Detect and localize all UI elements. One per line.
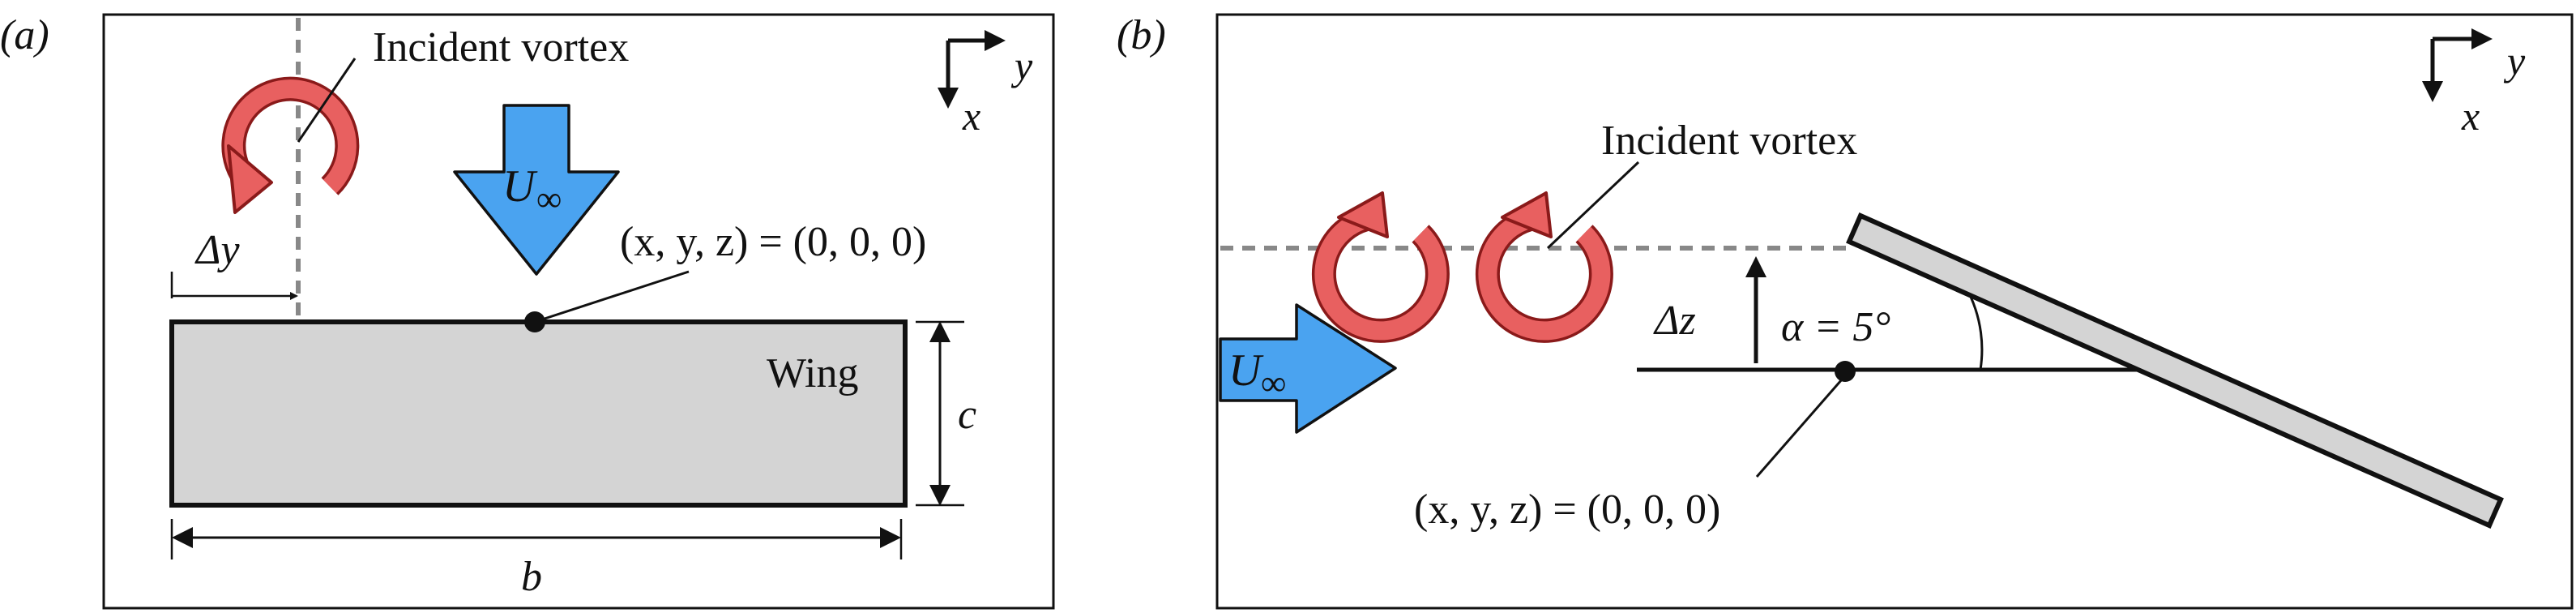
- incident-vortex-icon: [1311, 191, 1450, 343]
- axis-x-label: x: [2461, 93, 2480, 139]
- panel-b: (b) Incident vortex U ∞ Δz: [1117, 12, 2574, 610]
- origin-point: [1835, 361, 1856, 382]
- span-label: b: [521, 554, 542, 600]
- chord-label: c: [958, 392, 976, 438]
- origin-leader-line: [544, 270, 690, 320]
- freestream-symbol: U: [1228, 345, 1264, 396]
- delta-y-label: Δy: [194, 227, 241, 273]
- freestream-arrow: U ∞: [1219, 303, 1397, 434]
- origin-label: (x, y, z) = (0, 0, 0): [620, 219, 926, 265]
- panel-a-label: (a): [0, 12, 49, 58]
- freestream-subscript: ∞: [536, 179, 562, 219]
- incident-vortex-icon: [221, 76, 360, 214]
- axis-y-label: y: [2503, 38, 2526, 84]
- axes-icon: y x: [2422, 28, 2526, 139]
- incident-vortex-label: Incident vortex: [1601, 118, 1857, 164]
- origin-label: (x, y, z) = (0, 0, 0): [1414, 487, 1720, 533]
- alpha-arc: [1969, 296, 1984, 371]
- incident-vortex-label: Incident vortex: [373, 24, 629, 71]
- vortex-leader-line: [297, 58, 357, 143]
- freestream-arrow: U ∞: [453, 104, 620, 276]
- panel-b-frame: [1215, 13, 2574, 610]
- axis-y-label: y: [1010, 43, 1033, 88]
- panel-a: (a) Incident vortex U ∞ Δy Wing (x, y, z…: [0, 12, 1055, 610]
- alpha-label: α = 5°: [1781, 304, 1890, 350]
- vortex-leader-line: [1546, 161, 1640, 250]
- axes-icon: y x: [938, 30, 1033, 139]
- panel-a-frame: [102, 13, 1055, 610]
- wing-label: Wing: [767, 350, 858, 397]
- freestream-symbol: U: [502, 161, 538, 212]
- incident-vortex-icon: [1475, 191, 1613, 343]
- wing: [169, 319, 908, 508]
- axis-x-label: x: [962, 93, 980, 139]
- freestream-subscript: ∞: [1261, 363, 1286, 403]
- delta-z-label: Δz: [1653, 298, 1696, 344]
- panel-b-label: (b): [1117, 12, 1166, 58]
- origin-leader-line: [1755, 379, 1843, 478]
- wing: [1846, 212, 2504, 529]
- origin-point: [524, 311, 545, 332]
